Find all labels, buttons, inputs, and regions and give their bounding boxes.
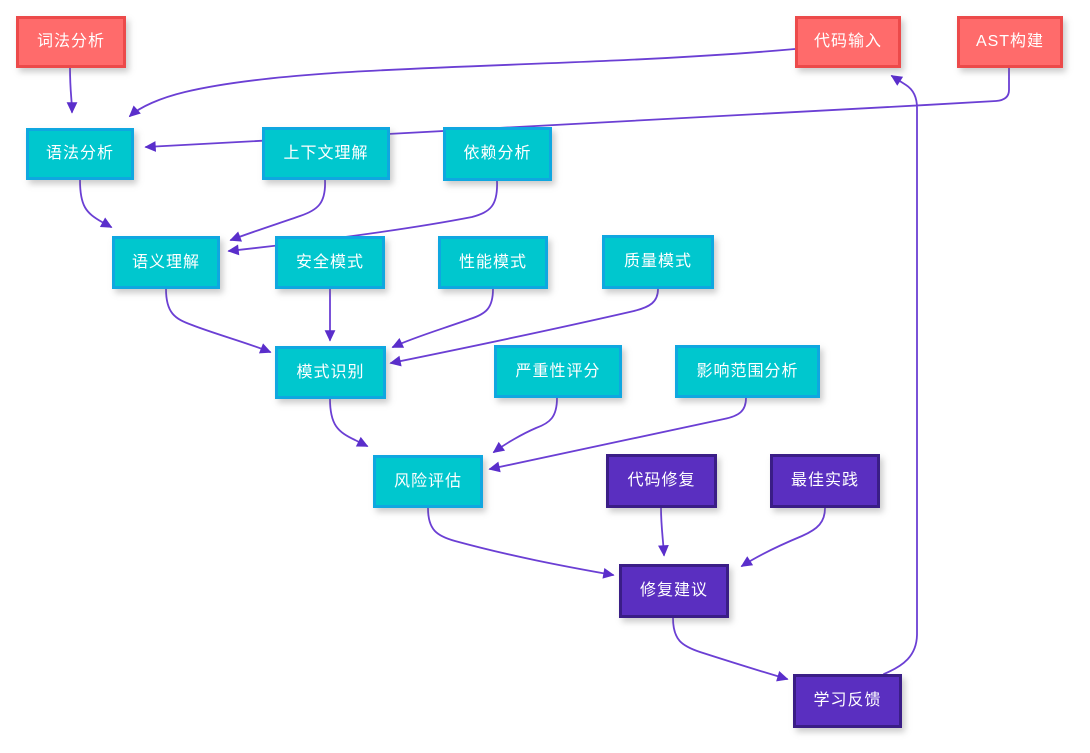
node-label: 代码修复	[627, 472, 696, 489]
node-ast-build: AST构建	[957, 16, 1063, 68]
edge-best-practices-to-fix-suggestions	[740, 507, 826, 567]
node-context-understanding: 上下文理解	[262, 127, 390, 180]
node-syntax-analysis: 语法分析	[26, 128, 134, 180]
edge-context-understanding-to-semantic-understanding	[229, 179, 326, 242]
node-label: 学习反馈	[813, 692, 882, 709]
node-risk-assessment: 风险评估	[373, 455, 483, 508]
edge-pattern-recognition-to-risk-assessment	[329, 398, 369, 447]
edge-syntax-analysis-to-semantic-understanding	[79, 179, 113, 228]
node-pattern-recognition: 模式识别	[275, 346, 386, 399]
node-impact-scope-analysis: 影响范围分析	[675, 345, 820, 398]
node-label: 模式识别	[296, 363, 365, 381]
node-label: 上下文理解	[283, 144, 369, 162]
node-quality-pattern: 质量模式	[602, 235, 714, 289]
edge-semantic-understanding-to-pattern-recognition	[165, 288, 272, 354]
node-learning-feedback: 学习反馈	[793, 674, 902, 728]
node-label: 严重性评分	[515, 362, 601, 380]
edge-code-fix-to-fix-suggestions	[658, 507, 669, 557]
node-label: 语义理解	[131, 253, 200, 271]
edge-impact-scope-analysis-to-risk-assessment	[488, 397, 747, 473]
edge-code-input-to-syntax-analysis	[128, 48, 796, 118]
node-label: 词法分析	[36, 33, 105, 50]
edge-fix-suggestions-to-learning-feedback	[672, 617, 789, 682]
node-label: 质量模式	[623, 253, 692, 270]
node-label: 影响范围分析	[696, 362, 799, 380]
node-lexical-analysis: 词法分析	[16, 16, 126, 68]
node-label: 最佳实践	[790, 472, 859, 489]
node-best-practices: 最佳实践	[770, 454, 880, 508]
node-label: 语法分析	[45, 145, 114, 162]
edge-lexical-analysis-to-syntax-analysis	[66, 67, 78, 114]
node-semantic-understanding: 语义理解	[112, 236, 220, 289]
node-label: 风险评估	[393, 472, 462, 490]
node-code-fix: 代码修复	[606, 454, 717, 508]
edge-quality-pattern-to-pattern-recognition	[389, 288, 659, 367]
edge-learning-feedback-to-code-input	[883, 75, 918, 675]
node-code-input: 代码输入	[795, 16, 901, 68]
node-label: 修复建议	[639, 582, 708, 599]
edges-group	[66, 48, 1010, 682]
node-fix-suggestions: 修复建议	[619, 564, 729, 618]
edge-performance-pattern-to-pattern-recognition	[391, 288, 494, 348]
node-label: 性能模式	[458, 253, 527, 271]
node-security-pattern: 安全模式	[275, 236, 385, 289]
node-severity-scoring: 严重性评分	[494, 345, 622, 398]
node-label: AST构建	[975, 33, 1045, 50]
node-label: 依赖分析	[463, 145, 532, 162]
node-dependency-analysis: 依赖分析	[443, 127, 552, 181]
node-label: 代码输入	[813, 33, 882, 50]
edge-risk-assessment-to-fix-suggestions	[427, 507, 615, 579]
node-label: 安全模式	[295, 253, 364, 271]
edge-severity-scoring-to-risk-assessment	[492, 397, 558, 453]
node-performance-pattern: 性能模式	[438, 236, 548, 289]
